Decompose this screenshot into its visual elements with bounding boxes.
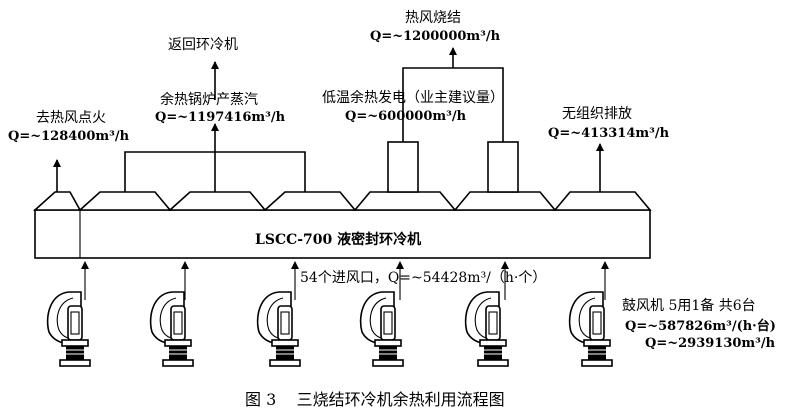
low-temp-power-label: 低温余热发电（业主建议量） [322,89,504,106]
blower-5 [464,291,509,367]
hot-sinter-flow: Q=~1200000m³/h [370,29,501,44]
inlet-label: 54个进风口，Q=~54428m³/（h·个） [300,270,546,286]
blowers-flow-total: Q=~2939130m³/h [645,336,776,351]
stack-1 [387,141,419,193]
blower-2 [149,291,194,367]
cooler-label: LSCC-700 液密封环冷机 [255,231,421,248]
blowers-label: 鼓风机 5用1备 共6台 [622,297,756,314]
hood-7 [553,191,652,211]
blower-4 [359,291,404,367]
inlet-arrows [81,261,609,300]
hood-1 [32,191,82,211]
hood-6 [453,191,557,211]
exhaust-flow: Q=~413314m³/h [548,126,670,141]
hood-2 [77,191,172,211]
boiler-label: 余热锅炉产蒸汽 [160,91,258,108]
blower-6 [568,291,613,367]
hood-4 [262,191,357,211]
exhaust-label: 无组织排放 [562,106,632,122]
ignition-label: 去热风点火 [36,110,106,126]
hoods [32,191,652,211]
hot-sinter-label: 热风烧结 [405,10,461,26]
blowers [46,291,613,367]
low-temp-power-flow: Q=~600000m³/h [345,109,467,124]
ring-cooler: LSCC-700 液密封环冷机 [34,209,651,259]
blower-3 [256,291,301,367]
ignition-flow: Q=~128400m³/h [8,129,130,144]
stack-2 [487,141,519,193]
hood-3 [167,191,267,211]
boiler-flow: Q=~1197416m³/h [155,110,286,125]
hood-5 [353,191,457,211]
return-label: 返回环冷机 [168,37,238,53]
blowers-flow-each: Q=~587826m³/(h·台) [625,318,776,334]
figure-caption: 图 3 三烧结环冷机余热利用流程图 [245,390,505,409]
blower-1 [46,291,91,367]
